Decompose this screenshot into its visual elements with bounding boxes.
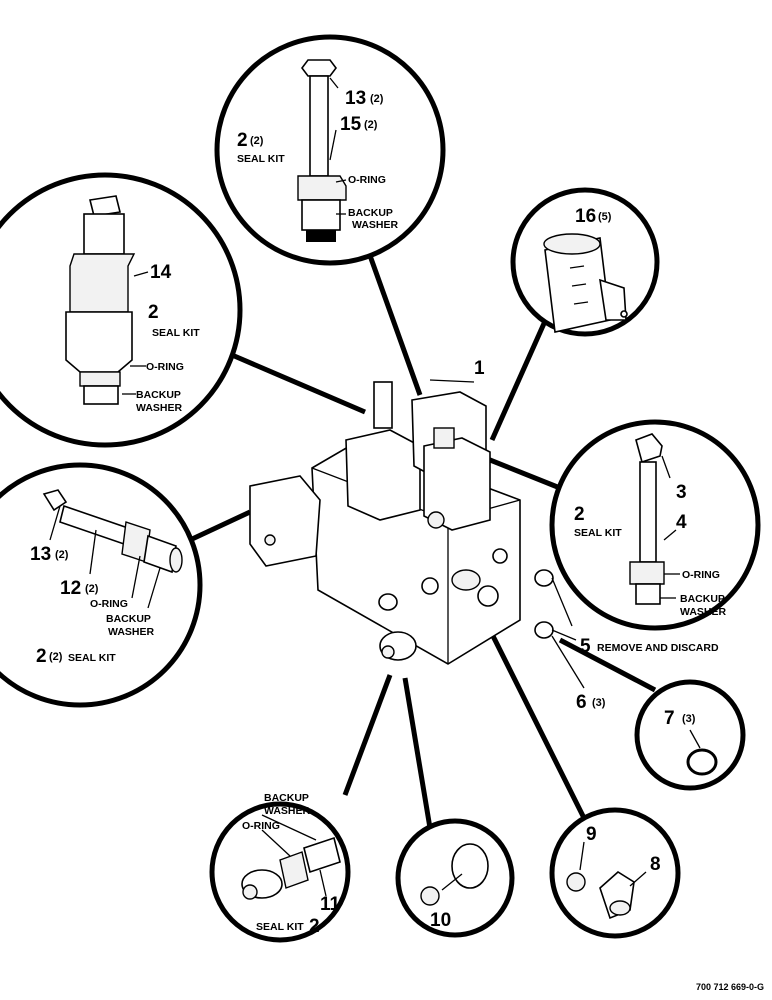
callout-13: 13 <box>345 88 366 109</box>
callout-13-qty: (2) <box>55 549 69 561</box>
o-ring-label: O-RING <box>682 569 720 581</box>
o-ring-label: O-RING <box>242 820 280 832</box>
callout-2: 2 <box>237 130 248 151</box>
backup-label: BACKUP <box>264 792 309 804</box>
callout-13: 13 <box>30 544 51 565</box>
callout-11: 11 <box>320 894 341 915</box>
callout-2: 2 <box>36 646 47 667</box>
callout-5: 5 <box>580 636 591 657</box>
callout-7: 7 <box>664 708 675 729</box>
detail-circle-left-lower: 13 (2) 12 (2) O-RING BACKUP WASHER 2 (2)… <box>0 462 203 708</box>
detail-circle-10: 10 <box>395 818 515 938</box>
callout-10: 10 <box>430 910 451 931</box>
detail-circle-top: 13 (2) 15 (2) 2 (2) SEAL KIT O-RING BACK… <box>214 34 446 266</box>
backup-label: BACKUP <box>106 613 151 625</box>
detail-circle-right: 3 4 2 SEAL KIT O-RING BACKUP WASHER <box>549 419 761 631</box>
main-valve-block: 1 5 REMOVE AND DISCARD 6 (3) <box>249 358 719 713</box>
callout-2-qty: (2) <box>250 135 264 147</box>
callout-16-qty: (5) <box>598 211 612 223</box>
backup-label: BACKUP <box>348 207 393 219</box>
callout-15-qty: (2) <box>364 119 378 131</box>
document-number: 700 712 669-0-G <box>696 982 764 992</box>
detail-circle-coil: 16 (5) <box>510 187 660 337</box>
detail-circle-left-upper: 14 2 SEAL KIT O-RING BACKUP WASHER <box>0 172 243 448</box>
washer-label: WASHER <box>352 219 399 231</box>
callout-2: 2 <box>574 504 585 525</box>
seal-kit-label: SEAL KIT <box>574 527 622 539</box>
detail-circle-oring: 7 (3) <box>634 679 746 791</box>
callout-8: 8 <box>650 854 661 875</box>
seal-kit-label: SEAL KIT <box>256 921 304 933</box>
backup-label: BACKUP <box>136 389 181 401</box>
seal-kit-label: SEAL KIT <box>237 153 285 165</box>
callout-7-qty: (3) <box>682 713 696 725</box>
detail-circle-11: BACKUP WASHER O-RING 11 SEAL KIT 2 <box>209 792 351 943</box>
callout-6: 6 <box>576 692 587 713</box>
remove-and-discard-label: REMOVE AND DISCARD <box>597 642 719 654</box>
seal-kit-label: SEAL KIT <box>152 327 200 339</box>
callout-13-qty: (2) <box>370 93 384 105</box>
callout-12: 12 <box>60 578 81 599</box>
callout-3: 3 <box>676 482 687 503</box>
washer-label: WASHER <box>108 626 155 638</box>
callout-1: 1 <box>474 358 485 379</box>
leader-lines <box>188 249 657 829</box>
callout-9: 9 <box>586 824 597 845</box>
callout-12-qty: (2) <box>85 583 99 595</box>
o-ring-label: O-RING <box>146 361 184 373</box>
detail-circle-8-9: 9 8 <box>549 807 681 939</box>
o-ring-label: O-RING <box>348 174 386 186</box>
washer-label: WASHER <box>264 805 311 817</box>
callout-15: 15 <box>340 114 362 135</box>
callout-4: 4 <box>676 512 687 533</box>
callout-2: 2 <box>309 916 320 937</box>
callout-2-qty: (2) <box>49 651 63 663</box>
callout-2: 2 <box>148 302 159 323</box>
washer-label: WASHER <box>680 606 727 618</box>
callout-6-qty: (3) <box>592 697 606 709</box>
o-ring-label: O-RING <box>90 598 128 610</box>
backup-label: BACKUP <box>680 593 725 605</box>
callout-16: 16 <box>575 206 596 227</box>
seal-kit-label: SEAL KIT <box>68 652 116 664</box>
washer-label: WASHER <box>136 402 183 414</box>
callout-14: 14 <box>150 262 172 283</box>
